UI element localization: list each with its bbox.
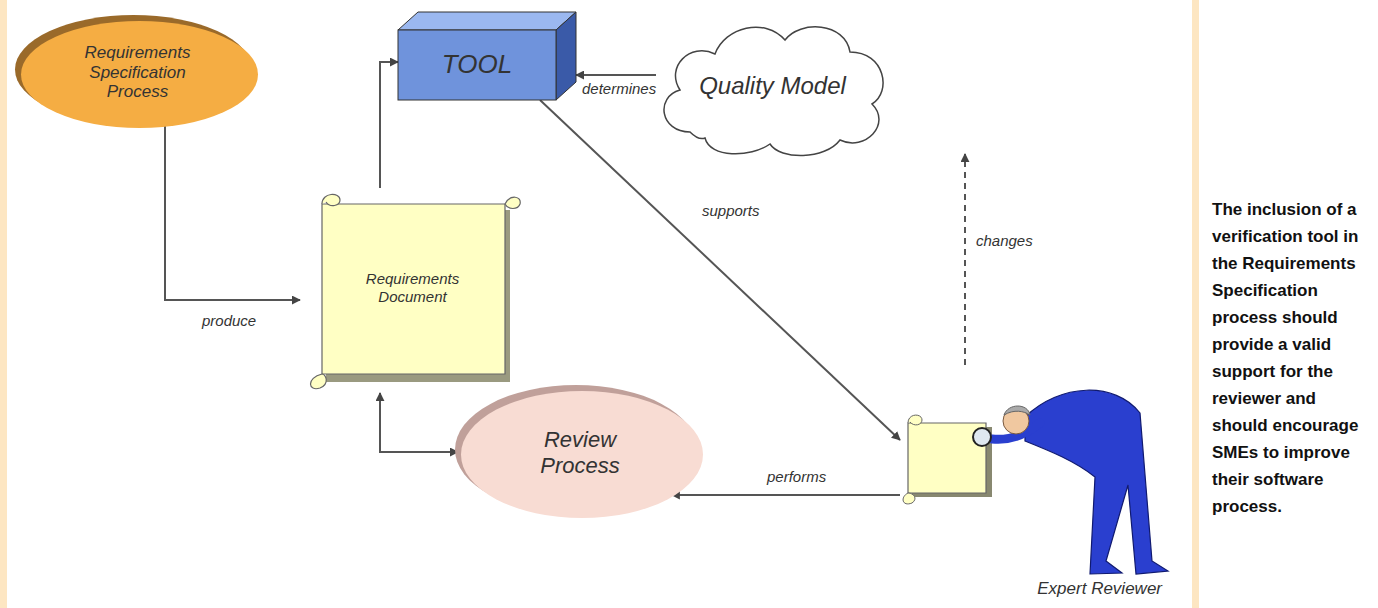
connector-arrow bbox=[380, 62, 398, 188]
connector-arrow bbox=[964, 154, 966, 365]
node-label: Requirements Document bbox=[353, 270, 473, 305]
node-label: Requirements Specification Process bbox=[68, 43, 208, 102]
scroll-body bbox=[322, 204, 505, 374]
ellipse-body bbox=[461, 391, 703, 518]
box-side bbox=[556, 12, 576, 100]
edge-label: performs bbox=[765, 468, 828, 485]
node-label: TOOL bbox=[442, 50, 512, 80]
box-front bbox=[398, 30, 556, 100]
scroll-curl bbox=[908, 415, 922, 425]
reviewer-figure: Expert Reviewer bbox=[900, 365, 1162, 605]
reviewer-figure-outline bbox=[900, 365, 1162, 605]
cloud-body bbox=[664, 27, 883, 156]
scroll-curl bbox=[505, 197, 520, 208]
reviewer-body bbox=[1025, 390, 1168, 574]
process-ellipse: Requirements Specification Process bbox=[15, 15, 260, 130]
connector-arrow bbox=[380, 393, 458, 452]
frame-band bbox=[0, 0, 7, 608]
figure-label: Expert Reviewer bbox=[1037, 579, 1162, 599]
connector-arrow bbox=[576, 74, 656, 76]
scroll-curl bbox=[322, 194, 340, 205]
scroll-curl bbox=[903, 493, 915, 504]
process-ellipse: Review Process bbox=[455, 385, 705, 520]
tool-box: TOOL bbox=[398, 12, 576, 100]
document-scroll: Requirements Document bbox=[300, 188, 525, 393]
edge-label: supports bbox=[700, 202, 762, 219]
node-label: Review Process bbox=[505, 427, 655, 478]
reviewer-hair bbox=[1004, 406, 1030, 415]
caption-text: The inclusion of a verification tool in … bbox=[1212, 196, 1372, 520]
box-top bbox=[398, 12, 576, 30]
node-label: Quality Model bbox=[699, 72, 846, 100]
ellipse-body bbox=[21, 21, 258, 128]
edge-label: determines bbox=[580, 80, 658, 97]
frame-band bbox=[1192, 0, 1199, 608]
magnifier bbox=[973, 428, 991, 446]
edge-label: produce bbox=[200, 312, 258, 329]
connector-arrow bbox=[165, 126, 300, 300]
model-cloud: Quality Model bbox=[650, 12, 895, 160]
edge-label: changes bbox=[974, 232, 1035, 249]
scroll-curl bbox=[311, 374, 327, 389]
connector-arrow bbox=[672, 494, 900, 496]
